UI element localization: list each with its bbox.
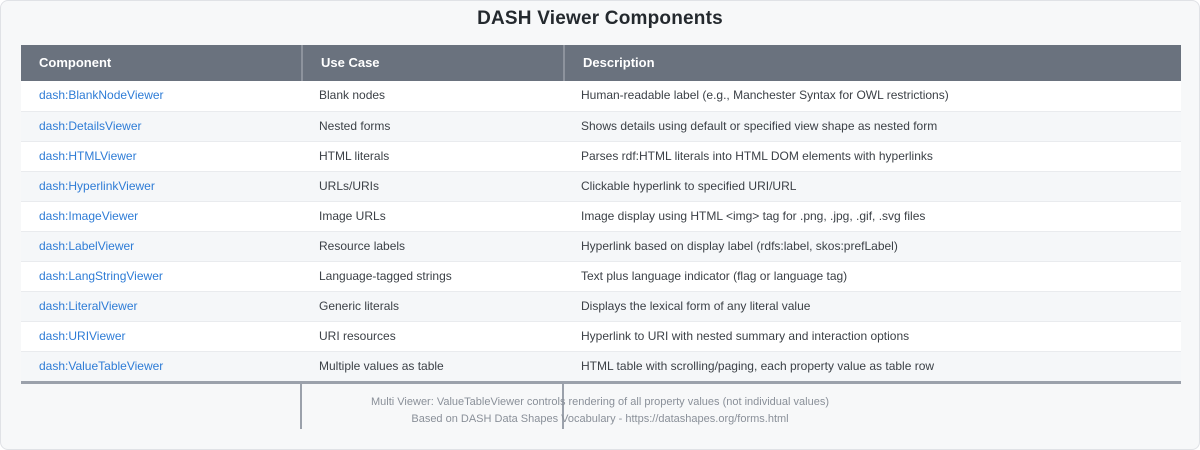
component-link[interactable]: dash:LiteralViewer <box>39 299 138 313</box>
page-title: DASH Viewer Components <box>477 8 723 29</box>
footer-note-source: Based on DASH Data Shapes Vocabulary - h… <box>411 413 789 425</box>
use-case-cell: Image URLs <box>319 209 386 223</box>
table-row: dash:BlankNodeViewer Blank nodes Human-r… <box>21 81 1181 111</box>
table-row: dash:ImageViewer Image URLs Image displa… <box>21 201 1181 231</box>
component-link[interactable]: dash:ValueTableViewer <box>39 359 164 373</box>
table-body: dash:BlankNodeViewer Blank nodes Human-r… <box>21 81 1181 381</box>
component-link[interactable]: dash:URIViewer <box>39 329 126 343</box>
table-row: dash:LiteralViewer Generic literals Disp… <box>21 291 1181 321</box>
column-divider-stub-right <box>562 384 564 429</box>
description-cell: Clickable hyperlink to specified URI/URL <box>581 179 797 193</box>
table-row: dash:HyperlinkViewer URLs/URIs Clickable… <box>21 171 1181 201</box>
table-row: dash:LabelViewer Resource labels Hyperli… <box>21 231 1181 261</box>
use-case-cell: Resource labels <box>319 239 406 253</box>
table-header-row: Component Use Case Description <box>21 45 1181 81</box>
use-case-cell: Nested forms <box>319 119 391 133</box>
use-case-cell: URI resources <box>319 329 396 343</box>
description-cell: Parses rdf:HTML literals into HTML DOM e… <box>581 149 933 163</box>
table-row: dash:ValueTableViewer Multiple values as… <box>21 351 1181 381</box>
column-header-component: Component <box>39 55 112 70</box>
use-case-cell: Multiple values as table <box>319 359 444 373</box>
component-link[interactable]: dash:HyperlinkViewer <box>39 179 155 193</box>
description-cell: Hyperlink based on display label (rdfs:l… <box>581 239 898 253</box>
component-link[interactable]: dash:BlankNodeViewer <box>39 88 164 102</box>
use-case-cell: Blank nodes <box>319 88 386 102</box>
component-link[interactable]: dash:LabelViewer <box>39 239 135 253</box>
table-row: dash:HTMLViewer HTML literals Parses rdf… <box>21 141 1181 171</box>
component-link[interactable]: dash:HTMLViewer <box>39 149 137 163</box>
component-link[interactable]: dash:DetailsViewer <box>39 119 142 133</box>
description-cell: Shows details using default or specified… <box>581 119 938 133</box>
description-cell: Human-readable label (e.g., Manchester S… <box>581 88 949 102</box>
footer: Multi Viewer: ValueTableViewer controls … <box>1 394 1199 428</box>
use-case-cell: Generic literals <box>319 299 400 313</box>
column-divider-stub-left <box>300 384 302 429</box>
footer-note-multi-viewer: Multi Viewer: ValueTableViewer controls … <box>371 396 829 408</box>
description-cell: HTML table with scrolling/paging, each p… <box>581 359 935 373</box>
components-table: Component Use Case Description dash:Blan… <box>21 45 1181 384</box>
component-link[interactable]: dash:LangStringViewer <box>39 269 163 283</box>
use-case-cell: HTML literals <box>319 149 390 163</box>
table-row: dash:LangStringViewer Language-tagged st… <box>21 261 1181 291</box>
column-header-description: Description <box>563 45 1181 81</box>
use-case-cell: Language-tagged strings <box>319 269 452 283</box>
column-header-use-case: Use Case <box>301 45 563 81</box>
use-case-cell: URLs/URIs <box>319 179 380 193</box>
table-row: dash:DetailsViewer Nested forms Shows de… <box>21 111 1181 141</box>
description-cell: Hyperlink to URI with nested summary and… <box>581 329 910 343</box>
description-cell: Text plus language indicator (flag or la… <box>581 269 848 283</box>
table-row: dash:URIViewer URI resources Hyperlink t… <box>21 321 1181 351</box>
component-link[interactable]: dash:ImageViewer <box>39 209 139 223</box>
description-cell: Image display using HTML <img> tag for .… <box>581 209 926 223</box>
description-cell: Displays the lexical form of any literal… <box>581 299 811 313</box>
